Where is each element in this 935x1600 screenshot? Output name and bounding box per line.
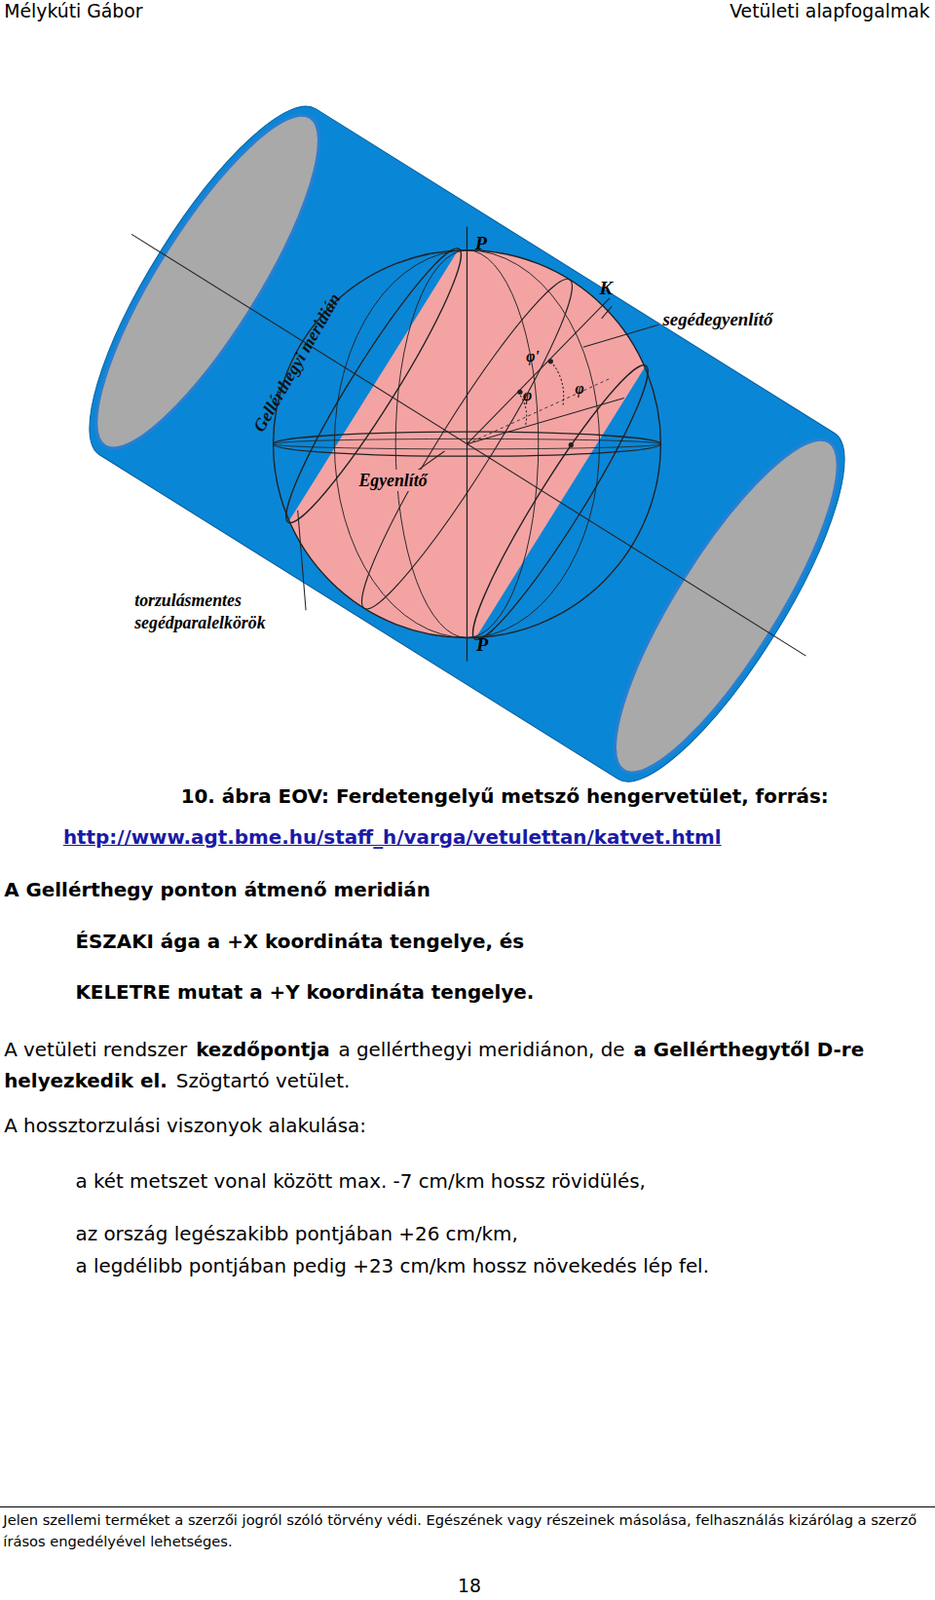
- body-text: az ország legészakibb pontjában +26 cm/k…: [74, 1222, 518, 1247]
- figure-caption: 10. ábra EOV: Ferdetengelyű metsző henge…: [122, 785, 888, 810]
- body-text: a legdélibb pontjában pedig +23 cm/km ho…: [74, 1254, 709, 1279]
- point-label: K: [599, 275, 613, 300]
- angle-label: φ: [523, 385, 532, 406]
- body-text: kezdőpontja: [195, 1038, 330, 1061]
- body-text: A hossztorzulási viszonyok alakulása:: [3, 1114, 367, 1139]
- callout-label: segédegyenlítő: [662, 307, 773, 332]
- callout-label: torzulásmentes segédparalelkörök: [134, 589, 338, 635]
- body-text: Szögtartó vetület.: [176, 1069, 350, 1092]
- body-text: A Gellérthegy ponton átmenő meridián: [3, 878, 431, 903]
- source-link: http://www.agt.bme.hu/staff_h/varga/vetu…: [63, 825, 722, 851]
- angle-label: φ': [525, 346, 540, 367]
- pole-label: P: [476, 632, 488, 657]
- copyright-footer: Jelen szellemi terméket a szerzői jogról…: [2, 1508, 932, 1551]
- body-paragraph: A vetületi rendszer kezdőpontja a gellérth…: [3, 1034, 931, 1097]
- body-text: a két metszet vonal között max. -7 cm/km…: [74, 1169, 645, 1195]
- pole-label: P: [475, 230, 487, 256]
- body-text: KELETRE mutat a +Y koordináta tengelye.: [74, 980, 534, 1006]
- page-header: Mélykúti Gábor: [3, 0, 143, 24]
- body-text: A vetületi rendszer: [3, 1038, 187, 1061]
- angle-label: φ: [574, 378, 584, 399]
- page-header: Vetületi alapfogalmak: [729, 0, 931, 24]
- body-text: a gellérthegyi meridiánon, de: [337, 1038, 625, 1061]
- equator-label: Egyenlítő: [356, 469, 429, 491]
- page-number: 18: [1, 1573, 935, 1598]
- body-text: ÉSZAKI ága a +X koordináta tengelye, és: [74, 930, 524, 955]
